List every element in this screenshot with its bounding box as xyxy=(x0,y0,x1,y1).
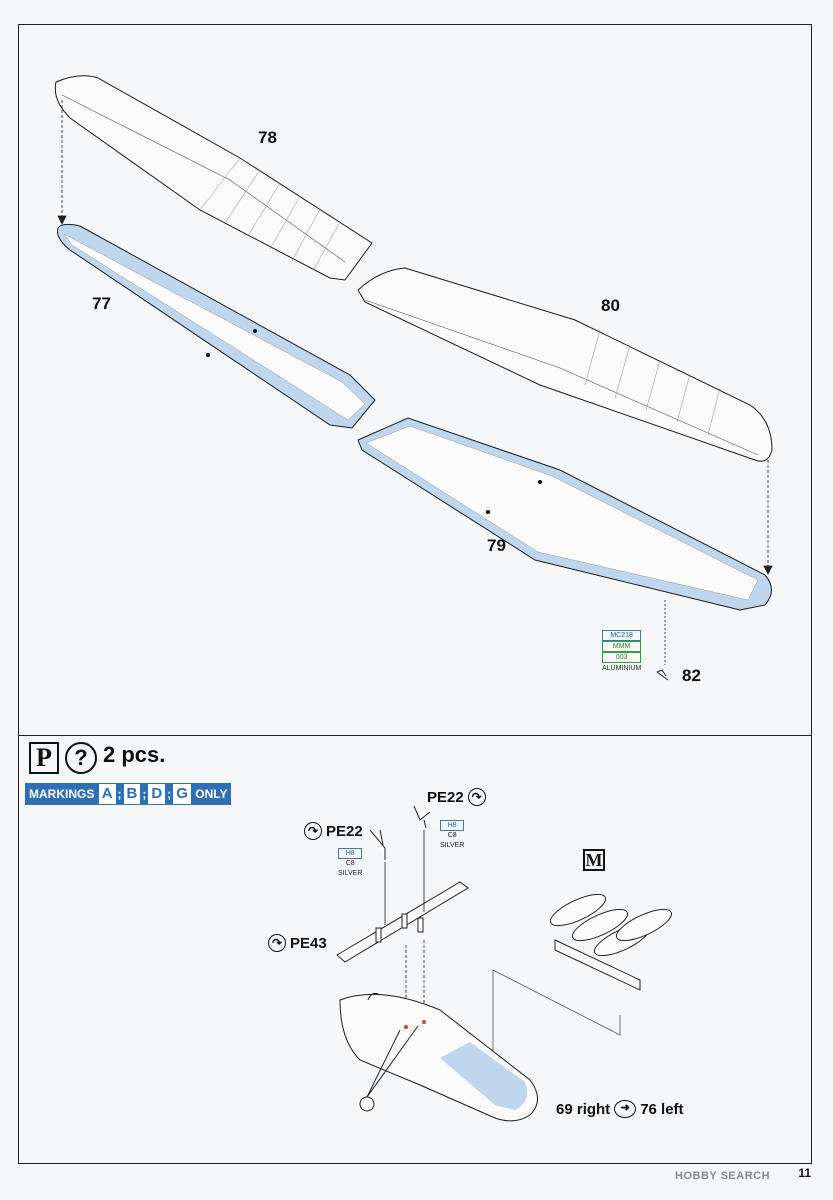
fuselage-underside xyxy=(339,992,538,1122)
marking-letter-b: B xyxy=(123,784,141,804)
pe22-right-part xyxy=(413,805,431,829)
paint-code-c8: C8 xyxy=(447,832,457,839)
wing-part-78 xyxy=(54,75,373,281)
part-label-77: 77 xyxy=(92,294,111,313)
pe22-left-text: PE22 xyxy=(326,822,363,840)
optional-part-m-box: M xyxy=(583,849,605,871)
marking-letter-d: D xyxy=(148,784,166,804)
page-number: 11 xyxy=(798,1166,811,1180)
paint-code-h8: H8 xyxy=(440,820,465,831)
paint-callout-silver-right: H8 C8 SILVER xyxy=(440,820,465,850)
step-ref-left: 69 right xyxy=(556,1100,611,1118)
bend-arrow-icon: ↷ xyxy=(304,822,322,840)
page-frame xyxy=(18,24,812,1164)
wing-part-80 xyxy=(357,267,773,462)
step-ref-right: 76 left xyxy=(640,1100,684,1118)
paint-name-silver: SILVER xyxy=(440,842,465,849)
part-label-80: 80 xyxy=(601,296,620,315)
wing-part-77 xyxy=(57,223,376,429)
paint-code-h8: H8 xyxy=(338,848,363,859)
paint-callout-silver-left: H8 C8 SILVER xyxy=(338,848,363,878)
section-divider xyxy=(18,735,812,736)
pe43-label: ↷ PE43 xyxy=(268,934,327,952)
markings-label: MARKINGS xyxy=(29,787,95,801)
marking-letter-g: G xyxy=(173,784,191,804)
paint-code-mmm: MMM xyxy=(602,641,642,652)
paint-code-003: 003 xyxy=(602,652,642,663)
guide-lines xyxy=(57,100,773,665)
bend-arrow-icon: ↷ xyxy=(467,788,486,806)
watermark-logo: HOBBY SEARCH xyxy=(675,1170,771,1182)
part-label-79: 79 xyxy=(487,536,506,555)
wing-part-79 xyxy=(357,417,772,611)
pe43-text: PE43 xyxy=(290,934,327,952)
part-label-82: 82 xyxy=(682,666,701,685)
pe22-left-label: ↷ PE22 xyxy=(304,822,363,840)
pe22-left-part xyxy=(369,829,386,860)
bomb-rack-assembly xyxy=(549,893,673,991)
bend-arrow-icon: ↷ xyxy=(268,934,286,952)
step-letter-box: P xyxy=(29,742,59,774)
pe-guide-lines xyxy=(384,830,621,1095)
paint-name-silver: SILVER xyxy=(338,870,363,877)
pe22-right-text: PE22 xyxy=(427,788,464,806)
part-82-pitot xyxy=(656,669,669,681)
paint-code-mc218: MC218 xyxy=(602,630,642,641)
paint-callout-aluminium: MC218 MMM 003 ALUMINIUM xyxy=(602,630,642,673)
step-reference: 69 right ➜ 76 left xyxy=(556,1100,684,1118)
pe43-rack xyxy=(336,881,469,963)
paint-code-c8: C8 xyxy=(345,860,355,867)
paint-name-aluminium: ALUMINIUM xyxy=(602,665,642,672)
question-icon: ? xyxy=(65,742,97,774)
drill-icon xyxy=(359,1025,419,1112)
markings-suffix: ONLY xyxy=(195,787,228,801)
markings-bar: MARKINGS A; B; D; G ONLY xyxy=(25,783,232,805)
marking-letter-a: A xyxy=(98,784,116,804)
quantity-label: 2 pcs. xyxy=(103,742,166,767)
pe22-right-label: PE22 ↷ xyxy=(427,788,486,806)
part-label-78: 78 xyxy=(258,128,277,147)
arrow-right-icon: ➜ xyxy=(614,1100,637,1118)
